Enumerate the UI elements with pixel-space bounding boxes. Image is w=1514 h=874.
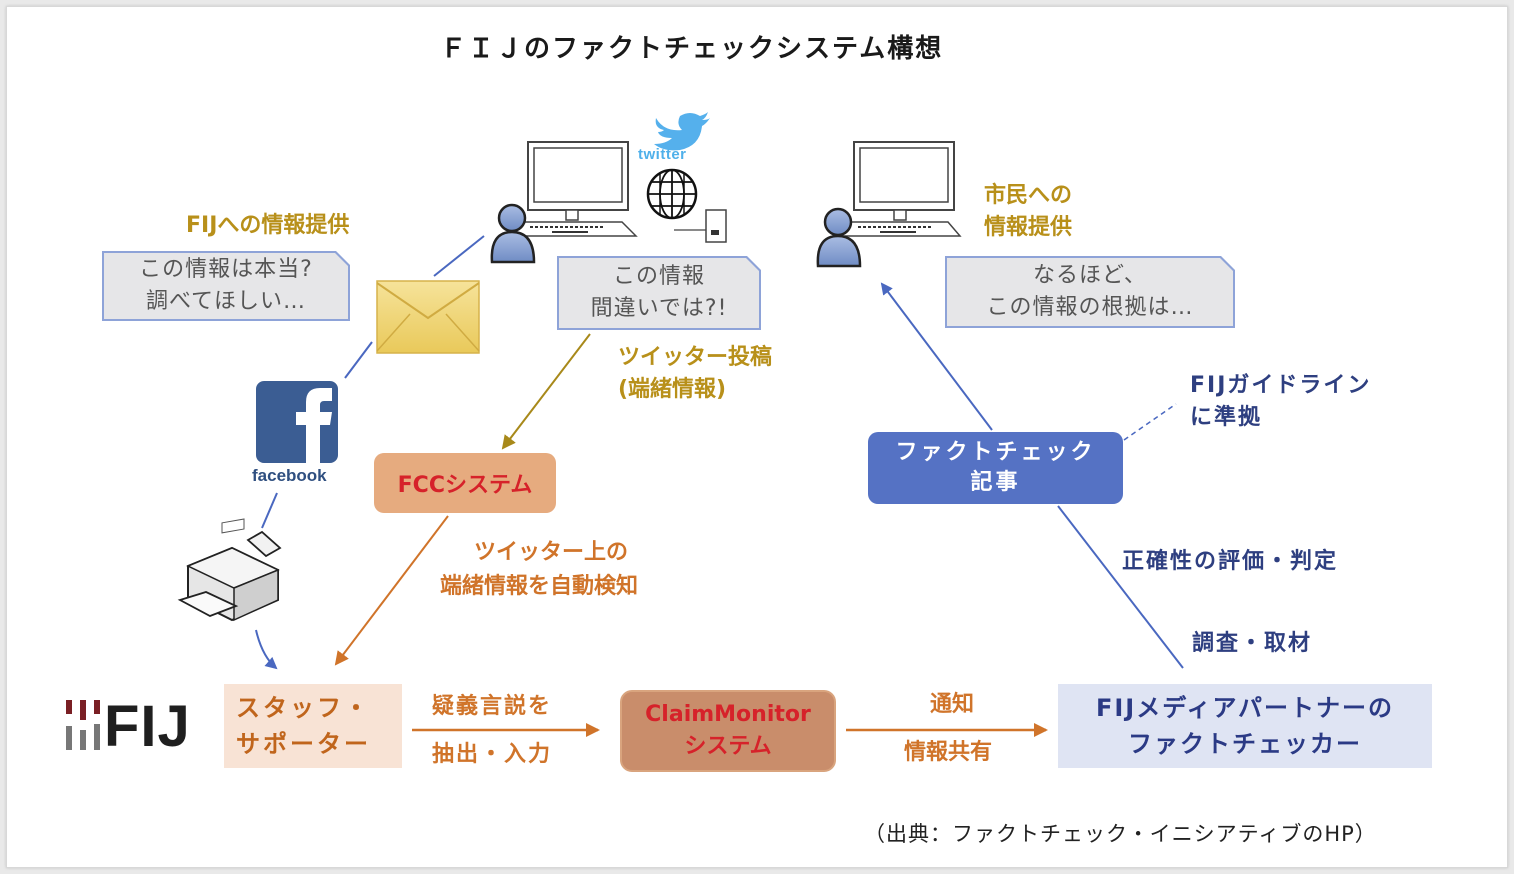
label-auto-detect-line1: ツイッター上の [473, 540, 628, 565]
computer-icon-center [504, 141, 638, 237]
claimmonitor-line1: ClaimMonitor [645, 702, 811, 727]
fcc-system-label: FCCシステム [397, 473, 533, 498]
server-icon [674, 209, 727, 243]
partner-line2: ファクトチェッカー [1128, 730, 1362, 758]
bubble-left-line1: この情報は本当? [139, 257, 313, 282]
label-guideline: FIJガイドライン に準拠 [1190, 370, 1371, 434]
twitter-bird-icon [654, 112, 710, 151]
source-citation: （出典：ファクトチェック・イニシアティブのHP） [864, 822, 1377, 846]
fij-logo-bars-icon [66, 700, 100, 750]
label-guideline-line2: に準拠 [1190, 405, 1263, 430]
label-twitter-post-line2: (端緒情報) [618, 377, 727, 402]
label-notify-line1: 通知 [930, 692, 975, 717]
guideline-dashed-line [1123, 403, 1177, 441]
fax-machine-icon [177, 518, 282, 622]
label-citizen-info-line1: 市民への [984, 183, 1073, 208]
label-twitter-post: ツイッター投稿 (端緒情報) [618, 342, 772, 406]
arrow-article-to-citizen [880, 282, 993, 431]
label-auto-detect: ツイッター上の 端緒情報を自動検知 [414, 536, 664, 604]
bubble-center-line1: この情報 [612, 264, 705, 289]
facebook-logo-text: facebook [252, 466, 327, 485]
computer-icon-right [832, 141, 962, 237]
speech-bubble-center: この情報 間違いでは?! [557, 256, 761, 330]
line-facebook-to-fax [261, 492, 278, 529]
bubble-left-line2: 調べてほしい… [145, 289, 307, 314]
staff-line2: サポーター [236, 730, 371, 758]
label-guideline-line1: FIJガイドライン [1190, 373, 1372, 398]
globe-icon [646, 168, 698, 220]
label-notify-line2: 情報共有 [904, 740, 993, 765]
person-icon-center [490, 203, 536, 264]
fij-logo: FIJ [104, 696, 191, 756]
staff-line1: スタッフ・ [236, 694, 371, 722]
label-citizen-info: 市民への 情報提供 [984, 180, 1072, 244]
fact-check-article-box: ファクトチェック 記事 [868, 432, 1123, 504]
fij-logo-text: FIJ [104, 694, 191, 759]
bubble-right-line2: この情報の根拠は… [986, 295, 1194, 320]
line-envelope-to-facebook [344, 341, 373, 379]
arrow-tweet-to-fcc [501, 333, 591, 450]
fcc-system-box: FCCシステム [374, 453, 556, 513]
arrow-fcc-to-staff [334, 515, 449, 666]
staff-supporter-box: スタッフ・ サポーター [224, 684, 402, 768]
bubble-right-line1: なるほど、 [1033, 263, 1147, 288]
label-fij-info-provision: FIJへの情報提供 [186, 213, 350, 238]
envelope-icon [376, 280, 480, 354]
label-auto-detect-line2: 端緒情報を自動検知 [439, 574, 638, 599]
label-twitter-post-line1: ツイッター投稿 [618, 345, 773, 370]
speech-bubble-right: なるほど、 この情報の根拠は… [945, 256, 1235, 328]
claimmonitor-line2: システム [684, 734, 772, 759]
label-investigation: 調査・取材 [1192, 631, 1313, 656]
speech-bubble-left: この情報は本当? 調べてほしい… [102, 251, 350, 321]
bubble-center-line2: 間違いでは?! [590, 296, 728, 321]
media-partner-factchecker-box: FIJメディアパートナーの ファクトチェッカー [1058, 684, 1432, 768]
line-person-to-envelope [433, 235, 485, 277]
diagram-title: ＦＩＪのファクトチェックシステム構想 [440, 34, 944, 64]
label-accuracy-eval: 正確性の評価・判定 [1122, 549, 1339, 574]
person-icon-right [816, 207, 862, 268]
label-citizen-info-line2: 情報提供 [984, 215, 1073, 240]
facebook-logo-icon [256, 381, 338, 463]
arrow-fax-to-staff [255, 629, 278, 670]
twitter-logo-text: twitter [638, 146, 687, 163]
label-extract-line2: 抽出・入力 [432, 742, 553, 767]
partner-line1: FIJメディアパートナーの [1095, 694, 1395, 722]
article-line1: ファクトチェック [895, 440, 1096, 465]
line-partner-to-article [1057, 505, 1184, 669]
label-extract-line1: 疑義言説を [432, 694, 553, 719]
article-line2: 記事 [970, 470, 1021, 495]
claimmonitor-system-box: ClaimMonitor システム [620, 690, 836, 772]
